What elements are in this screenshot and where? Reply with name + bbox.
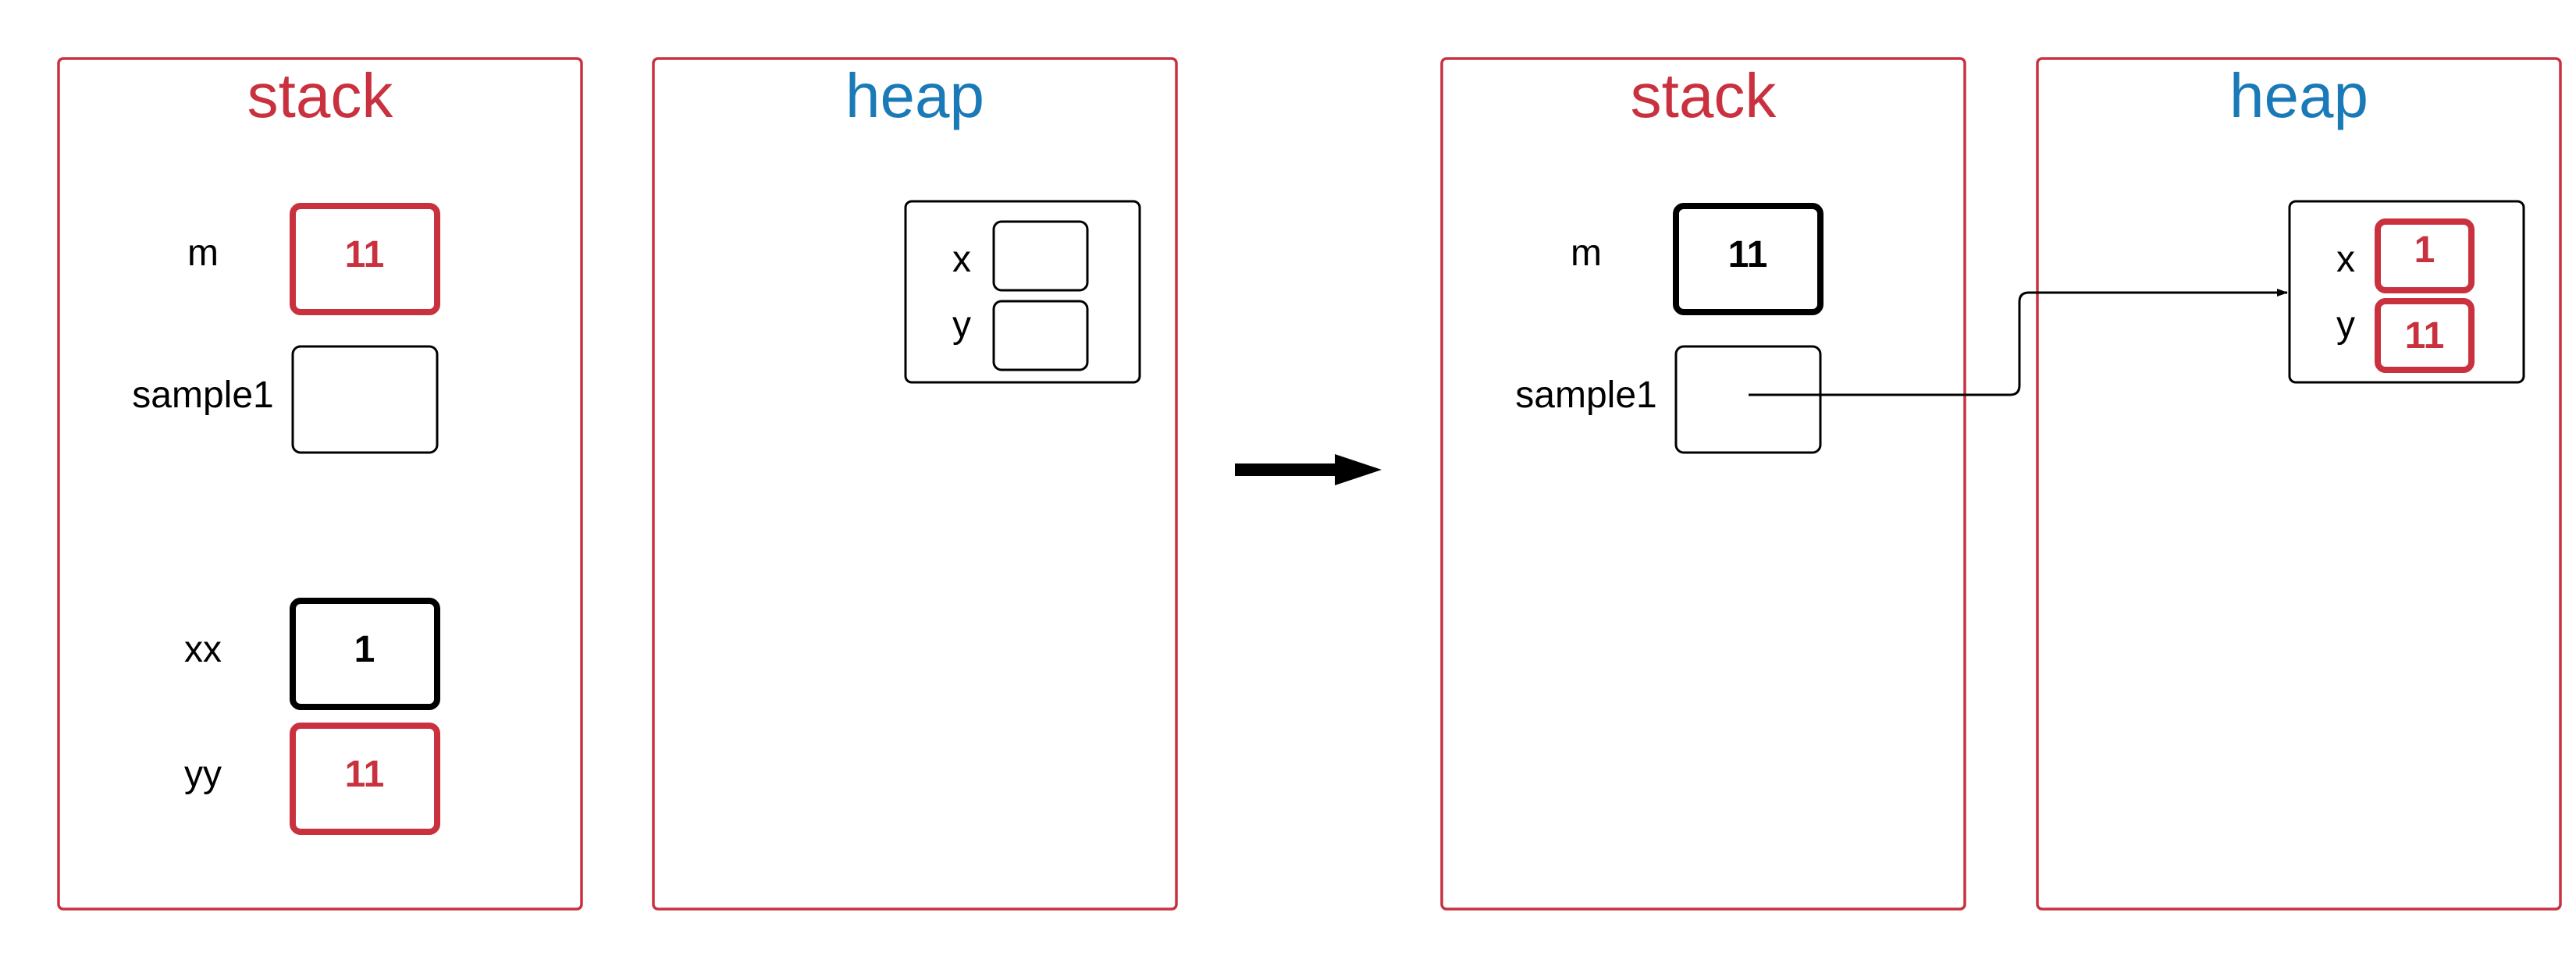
before-stack-title: stack: [247, 61, 394, 130]
before-stack-var-yy: yy 11: [184, 723, 440, 835]
before-stack-var-m: m 11: [187, 203, 440, 315]
field-value-x: 1: [2414, 229, 2435, 271]
before-heap-title: heap: [845, 61, 984, 130]
var-label: xx: [184, 629, 222, 670]
before-stack-var-xx: xx 1: [184, 598, 440, 710]
after-heap-frame: [2036, 57, 2562, 911]
value-box: [290, 203, 440, 315]
before-heap-object: x y: [904, 200, 1141, 384]
transition-arrow: [1235, 454, 1382, 485]
after-stack-frame: [1440, 57, 1966, 911]
field-box-x: [992, 220, 1089, 292]
before-stack-var-sample1: sample1: [132, 345, 439, 454]
after-heap-object: x 1 y 11: [2288, 200, 2525, 384]
field-label-x: x: [2336, 239, 2355, 280]
var-label: sample1: [1515, 375, 1656, 416]
after-stack-title: stack: [1631, 61, 1777, 130]
var-label: sample1: [132, 375, 273, 416]
field-label-y: y: [952, 304, 971, 346]
var-label: yy: [184, 754, 222, 795]
after-heap-panel: heap x 1 y 11: [2036, 57, 2562, 911]
after-stack-var-sample1: sample1: [1515, 345, 1822, 454]
after-stack-panel: stack m 11 sample1: [1440, 57, 1966, 911]
after-stack-var-m: m 11: [1571, 203, 1823, 315]
before-heap-frame: [652, 57, 1178, 911]
field-label-x: x: [952, 239, 971, 280]
reference-pointer-arrow: [1749, 289, 2288, 396]
value-box: [290, 723, 440, 835]
field-value-y: 11: [2405, 315, 2445, 357]
var-label: m: [187, 233, 219, 274]
field-label-y: y: [2336, 304, 2355, 346]
value-text: 11: [345, 234, 385, 275]
field-box-y: [2375, 298, 2475, 373]
before-stack-frame: [57, 57, 583, 911]
field-box-x: [2375, 218, 2475, 293]
value-box: [1673, 203, 1823, 315]
reference-box: [291, 345, 439, 454]
before-stack-panel: stack m 11 sample1 xx 1 yy 11: [57, 57, 583, 911]
reference-box: [1674, 345, 1822, 454]
value-box: [290, 598, 440, 710]
arrow-head: [1335, 454, 1382, 485]
before-heap-panel: heap x y: [652, 57, 1178, 911]
var-label: m: [1571, 233, 1602, 274]
field-box-y: [992, 300, 1089, 371]
after-heap-title: heap: [2229, 61, 2368, 130]
value-text: 1: [354, 629, 375, 670]
value-text: 11: [1728, 234, 1768, 275]
value-text: 11: [345, 754, 385, 795]
